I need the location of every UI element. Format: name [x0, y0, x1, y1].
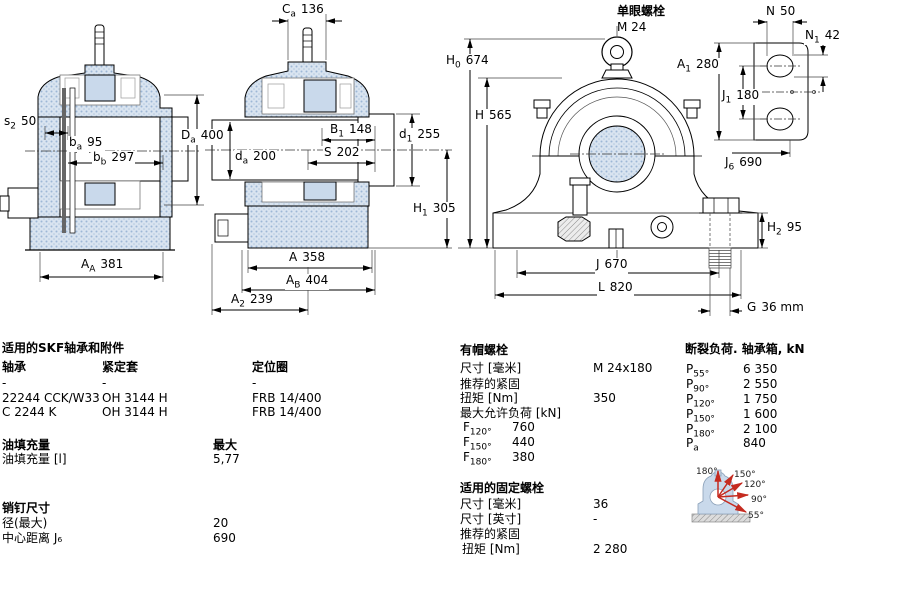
capbolt-title: 有帽螺栓: [460, 343, 509, 357]
base-plate-view: [714, 16, 828, 157]
angle-label-180: 180°: [696, 467, 718, 477]
eyebolt-label: 单眼螺栓: [617, 4, 666, 18]
p-120-value: 1 750: [743, 392, 778, 406]
angle-label-55: 55°: [748, 511, 764, 521]
oil-max-label: 最大: [213, 438, 238, 452]
arrow-90: [717, 492, 750, 500]
oil-value: 5,77: [213, 452, 240, 466]
skf-cell: -: [252, 376, 257, 390]
p-90-label: P90°: [686, 377, 710, 395]
arrow-55: [717, 496, 748, 513]
angle-label-90: 90°: [751, 495, 767, 505]
p-120-label: P120°: [686, 392, 715, 410]
fixbolt-torque-value: 2 280: [593, 542, 628, 556]
p-a-label: Pa: [686, 436, 699, 454]
oil-row-label: 油填充量 [l]: [2, 452, 67, 466]
capbolt-size-label: 尺寸 [毫米]: [460, 361, 522, 375]
p-90-value: 2 550: [743, 377, 778, 391]
pin-dist-label: 中心距离 J₆: [2, 531, 63, 545]
skf-col-ring: 定位圈: [252, 360, 289, 374]
capbolt-rec-label: 推荐的紧固: [460, 377, 521, 391]
fixbolt-sizein-value: -: [593, 512, 598, 526]
fixbolt-rec-label: 推荐的紧固: [460, 527, 521, 541]
arrow-120: [717, 482, 744, 498]
fixbolt-sizemm-label: 尺寸 [毫米]: [460, 497, 522, 511]
p-55-label: P55°: [686, 362, 710, 380]
skf-cell: OH 3144 H: [102, 405, 168, 419]
p-a-value: 840: [743, 436, 766, 450]
skf-cell: FRB 14/400: [252, 405, 322, 419]
p-180-value: 2 100: [743, 422, 778, 436]
skf-table-title: 适用的SKF轴承和附件: [2, 341, 125, 355]
left-view: [0, 24, 204, 282]
capbolt-torque-label: 扭矩 [Nm]: [460, 391, 518, 405]
pin-dist-value: 690: [213, 531, 236, 545]
angle-label-120: 120°: [744, 480, 766, 490]
skf-cell: OH 3144 H: [102, 391, 168, 405]
skf-cell: -: [2, 376, 7, 390]
fixbolt-sizemm-value: 36: [593, 497, 609, 511]
p-55-value: 6 350: [743, 362, 778, 376]
skf-cell: FRB 14/400: [252, 391, 322, 405]
pin-title: 销钉尺寸: [2, 501, 51, 515]
skf-cell: -: [102, 376, 107, 390]
arrow-150: [717, 474, 734, 498]
f-150-value: 440: [512, 435, 535, 449]
load-angle-diagram: 180° 150° 120° 90° 55°: [691, 467, 767, 523]
p-150-value: 1 600: [743, 407, 778, 421]
fixbolt-torque-label: 扭矩 [Nm]: [462, 542, 520, 556]
diagram-ground: [691, 513, 751, 523]
f-150-label: F150°: [463, 435, 492, 453]
technical-drawing: [0, 14, 828, 316]
pin-dia-label: 径(最大): [2, 516, 48, 530]
pin-dia-value: 20: [213, 516, 229, 530]
skf-cell: 22244 CCK/W33: [2, 391, 100, 405]
f-180-value: 380: [512, 450, 535, 464]
capbolt-maxload-label: 最大允许负荷 [kN]: [460, 406, 562, 420]
capbolt-size-value: M 24x180: [593, 361, 653, 375]
breaking-title: 断裂负荷. 轴承箱, kN: [685, 342, 805, 356]
p-150-label: P150°: [686, 407, 715, 425]
right-view: [458, 26, 768, 316]
angle-label-150: 150°: [734, 470, 756, 480]
p-180-label: P180°: [686, 422, 715, 440]
eyebolt-thread-label: M 24: [617, 20, 647, 34]
f-120-value: 760: [512, 420, 535, 434]
oil-title: 油填充量: [2, 438, 51, 452]
skf-cell: C 2244 K: [2, 405, 57, 419]
fixbolt-sizein-label: 尺寸 [英寸]: [460, 512, 522, 526]
fixbolt-title: 适用的固定螺栓: [460, 481, 545, 495]
skf-col-bearing: 轴承: [2, 360, 27, 374]
skf-col-sleeve: 紧定套: [102, 360, 139, 374]
capbolt-torque-value: 350: [593, 391, 616, 405]
f-120-label: F120°: [463, 420, 492, 438]
f-180-label: F180°: [463, 450, 492, 468]
